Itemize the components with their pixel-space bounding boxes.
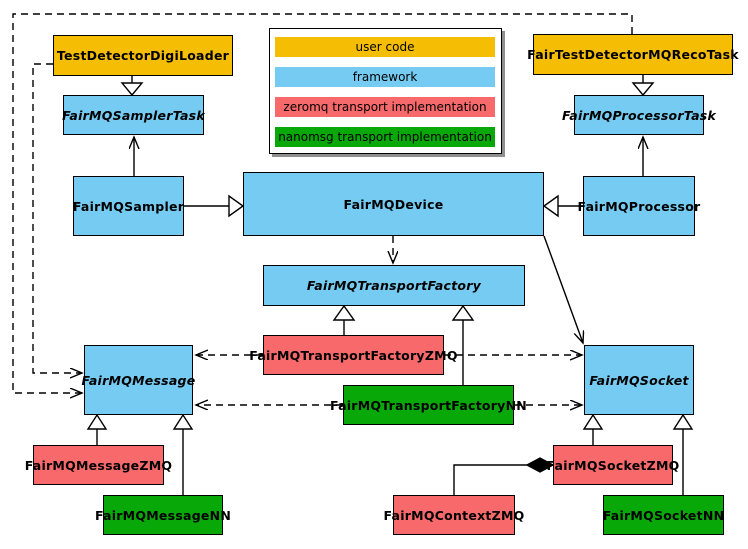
class-label: FairMQMessageNN <box>94 507 232 523</box>
class-box-fairmqsamplertask: FairMQSamplerTask <box>62 95 205 135</box>
class-label: FairMQSampler <box>72 198 185 214</box>
class-label: FairMQProcessorTask <box>561 107 717 123</box>
legend: user code framework zeromq transport imp… <box>269 28 502 154</box>
inheritance-arrow-socketnn-socket <box>672 413 694 495</box>
class-box-fairtestdetectormqrecotask: FairTestDetectorMQRecoTask <box>527 34 739 75</box>
inheritance-arrow-messagezmq-message <box>86 413 108 445</box>
inheritance-arrow-socketzmq-socket <box>582 413 604 445</box>
class-label: FairMQSocketZMQ <box>546 457 680 473</box>
legend-swatch-framework: framework <box>275 67 495 87</box>
class-box-fairmqprocessor: FairMQProcessor <box>578 176 700 236</box>
inheritance-arrow-sampler-device <box>184 194 245 218</box>
legend-label: zeromq transport implementation <box>283 100 487 114</box>
legend-label: framework <box>352 70 418 84</box>
class-box-fairmqcontextzmq: FairMQContextZMQ <box>383 495 524 535</box>
class-box-fairmqmessage: FairMQMessage <box>81 345 196 415</box>
class-box-testdetectordigiloader: TestDetectorDigiLoader <box>53 35 233 76</box>
inheritance-arrow-digiloader-samplertask <box>120 76 144 97</box>
legend-swatch-nanomsg: nanomsg transport implementation <box>275 127 495 147</box>
class-label: FairMQMessage <box>81 372 196 388</box>
composition-link-contextzmq-socketzmq <box>453 457 555 495</box>
class-label: FairMQTransportFactoryNN <box>330 397 527 413</box>
class-label: FairMQSamplerTask <box>62 107 205 123</box>
class-label: FairMQMessageZMQ <box>24 457 173 473</box>
association-arrow-device-socket <box>543 235 583 343</box>
class-box-fairmqsocketnn: FairMQSocketNN <box>603 495 724 535</box>
class-label: FairMQTransportFactory <box>306 278 482 293</box>
class-label: FairMQProcessor <box>577 198 701 214</box>
class-label: FairMQDevice <box>343 196 444 212</box>
class-label: FairMQSocket <box>589 372 689 388</box>
legend-label: nanomsg transport implementation <box>278 130 492 144</box>
class-box-fairmqtransportfactoryzmq: FairMQTransportFactoryZMQ <box>249 335 457 375</box>
class-box-fairmqsocketzmq: FairMQSocketZMQ <box>546 445 679 485</box>
legend-swatch-zeromq: zeromq transport implementation <box>275 97 495 117</box>
class-box-fairmqmessagezmq: FairMQMessageZMQ <box>25 445 172 485</box>
class-box-fairmqdevice: FairMQDevice <box>243 172 544 236</box>
class-label: FairMQSocketNN <box>602 507 725 523</box>
inheritance-arrow-recotask-processortask <box>631 75 655 97</box>
class-label: FairMQContextZMQ <box>383 507 525 523</box>
inheritance-arrow-factoryzmq-factory <box>332 304 356 335</box>
class-box-fairmqsampler: FairMQSampler <box>73 176 184 236</box>
class-label: FairMQTransportFactoryZMQ <box>249 347 458 363</box>
class-box-fairmqtransportfactorynn: FairMQTransportFactoryNN <box>330 385 527 425</box>
class-box-fairmqsocket: FairMQSocket <box>584 345 694 415</box>
class-label: TestDetectorDigiLoader <box>56 48 230 63</box>
class-label: FairTestDetectorMQRecoTask <box>527 47 739 62</box>
legend-swatch-user-code: user code <box>275 37 495 57</box>
inheritance-arrow-factorynn-factory <box>451 304 475 385</box>
class-box-fairmqprocessortask: FairMQProcessorTask <box>562 95 716 135</box>
class-box-fairmqmessagenn: FairMQMessageNN <box>95 495 231 535</box>
class-box-fairmqtransportfactory: FairMQTransportFactory <box>263 265 525 306</box>
inheritance-arrow-messagenn-message <box>172 413 194 495</box>
legend-label: user code <box>355 40 415 54</box>
